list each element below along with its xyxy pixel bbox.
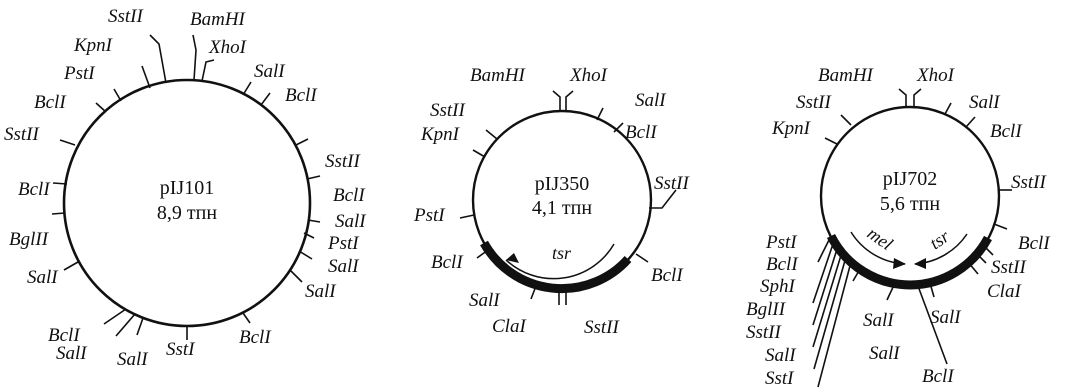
plasmid-pij101-site-ticks (51, 34, 321, 340)
pij101-site-sali: SalI (254, 61, 286, 82)
pij101-site-bcli: BclI (285, 85, 318, 106)
pij702-site-sali: SalI (869, 343, 901, 364)
pij101-site-ssti: SstI (166, 339, 196, 360)
pij350-site-bcli: BclI (431, 252, 464, 273)
pij101-site-bamhi: BamHI (190, 9, 247, 30)
pij702-site-sali: SalI (863, 310, 895, 331)
pij350-site-bcli: BclI (651, 265, 684, 286)
pij702-gene-mel: mel (864, 223, 897, 254)
pij350-site-psti: PstI (413, 205, 446, 226)
pij101-site-sali: SalI (56, 343, 88, 364)
pij350-tsr-arrow (505, 243, 615, 280)
plasmid-pij101-name: pIJ101 (160, 177, 214, 199)
pij101-site-bglii: BglII (9, 229, 50, 250)
pij350-gene-tsr: tsr (552, 243, 572, 263)
pij350-tsr-arrowhead (506, 253, 519, 263)
pij101-site-bcli: BclI (239, 327, 272, 348)
pij101-site-psti: PstI (327, 233, 360, 254)
pij101-site-sstii: SstII (108, 6, 145, 27)
pij101-site-sali: SalI (117, 349, 149, 370)
pij350-site-sstii: SstII (584, 317, 621, 338)
pij702-mel-block (826, 233, 911, 290)
pij101-site-psti: PstI (63, 63, 96, 84)
pij101-site-sstii: SstII (325, 151, 362, 172)
pij101-site-bcli: BclI (18, 179, 51, 200)
pij702-site-sstii: SstII (746, 322, 783, 343)
pij702-gene-tsr: tsr (926, 225, 954, 253)
pij350-site-sstii: SstII (430, 100, 467, 121)
pij702-site-bcli: BclI (766, 254, 799, 275)
pij702-site-sphi: SphI (760, 276, 797, 297)
pij702-mel-arrowhead (893, 258, 906, 269)
pij702-site-bcli: BclI (922, 366, 955, 387)
pij702-site-sstii: SstII (1011, 172, 1048, 193)
pij350-site-sstii: SstII (654, 173, 691, 194)
plasmid-pij350-site-ticks (459, 90, 677, 305)
pij702-site-bglii: BglII (746, 299, 787, 320)
pij350-site-bcli: BclI (625, 122, 658, 143)
pij350-site-sali: SalI (635, 90, 667, 111)
pij101-site-sali: SalI (335, 211, 367, 232)
pij101-site-bcli: BclI (34, 92, 67, 113)
pij702-site-sali: SalI (765, 345, 797, 366)
pij101-site-sali: SalI (328, 256, 360, 277)
pij101-site-sali: SalI (305, 281, 337, 302)
pij702-site-bamhi: BamHI (818, 65, 875, 86)
pij101-site-xhoi: XhoI (208, 37, 248, 58)
pij350-site-clai: ClaI (492, 316, 527, 337)
plasmid-pij702-size: 5,6 тпн (880, 193, 940, 215)
pij350-site-bamhi: BamHI (470, 65, 527, 86)
plasmid-pij702: mel tsr pIJ702 5,6 тпн Ba (746, 65, 1051, 389)
plasmid-pij350-size: 4,1 тпн (532, 197, 592, 219)
pij702-site-kpni: KpnI (771, 118, 812, 139)
pij702-tsr-block (909, 235, 992, 290)
pij702-site-sali: SalI (930, 307, 962, 328)
plasmid-pij350-name: pIJ350 (535, 173, 589, 195)
pij101-site-sali: SalI (27, 267, 59, 288)
pij702-site-bcli: BclI (1018, 233, 1051, 254)
pij702-site-psti: PstI (765, 232, 798, 253)
plasmid-pij101-size: 8,9 тпн (157, 202, 217, 224)
plasmid-pij702-name: pIJ702 (883, 168, 937, 190)
pij101-site-kpni: KpnI (73, 35, 114, 56)
pij702-site-sali: SalI (969, 92, 1001, 113)
pij101-site-sstii: SstII (4, 124, 41, 145)
pij350-tsr-block (480, 240, 632, 294)
pij350-site-xhoi: XhoI (569, 65, 609, 86)
pij702-site-bcli: BclI (990, 121, 1023, 142)
pij702-site-sstii: SstII (991, 257, 1028, 278)
pij101-site-bcli: BclI (333, 185, 366, 206)
plasmid-pij350: tsr pIJ350 4,1 тпн BamHI XhoI SalI BclI … (413, 65, 691, 338)
pij702-site-clai: ClaI (987, 281, 1022, 302)
pij702-site-ssti: SstI (765, 368, 795, 389)
plasmid-pij101: pIJ101 8,9 тпн BamH (4, 6, 367, 370)
pij702-site-xhoi: XhoI (916, 65, 956, 86)
pij702-site-sstii: SstII (796, 92, 833, 113)
pij702-tsr-arrowhead (914, 258, 926, 269)
pij350-site-sali: SalI (469, 290, 501, 311)
plasmid-pij702-site-ticks (812, 88, 1012, 388)
pij101-site-bcli: BclI (48, 325, 81, 346)
pij350-site-kpni: KpnI (420, 124, 461, 145)
